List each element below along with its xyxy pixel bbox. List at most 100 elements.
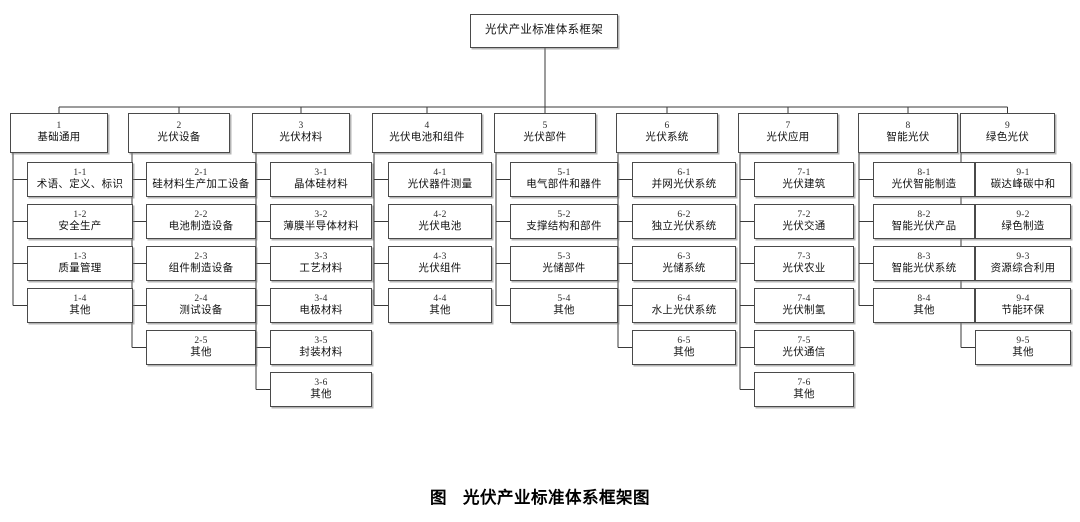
- node-label: 独立光伏系统: [651, 220, 717, 232]
- node-number: 7-5: [797, 335, 811, 346]
- node-number: 3: [298, 121, 304, 132]
- node-label: 工艺材料: [299, 262, 343, 274]
- node-label: 安全生产: [58, 220, 102, 232]
- node-number: 7-3: [797, 251, 811, 262]
- node-number: 3-1: [314, 167, 328, 178]
- node-number: 2: [176, 121, 182, 132]
- node-label: 绿色光伏: [985, 132, 1030, 144]
- node-label: 其他: [1012, 346, 1034, 358]
- node-number: 1-2: [73, 209, 87, 220]
- node-number: 2-1: [194, 167, 208, 178]
- node-number: 8-1: [917, 167, 931, 178]
- node-number: 5-4: [557, 293, 571, 304]
- node-number: 4: [424, 121, 430, 132]
- node-number: 7-4: [797, 293, 811, 304]
- node-number: 5-3: [557, 251, 571, 262]
- node-number: 8-4: [917, 293, 931, 304]
- node-label: 光伏设备: [157, 132, 201, 144]
- node-label: 水上光伏系统: [651, 304, 717, 316]
- figure-caption: 图光伏产业标准体系框架图: [0, 484, 1080, 508]
- node-number: 9-5: [1016, 335, 1030, 346]
- node-label: 光伏交通: [782, 220, 826, 232]
- node-label: 光储系统: [662, 262, 706, 274]
- node-label: 光伏部件: [523, 132, 567, 144]
- node-number: 8: [905, 121, 911, 132]
- node-label: 资源综合利用: [990, 262, 1056, 274]
- node-number: 2-5: [194, 335, 208, 346]
- node-number: 6-3: [677, 251, 691, 262]
- node-label: 光伏建筑: [782, 178, 826, 190]
- node-label: 智能光伏产品: [891, 220, 957, 232]
- node-number: 4-3: [433, 251, 447, 262]
- node-label: 光伏制氢: [782, 304, 826, 316]
- node-number: 9: [1005, 121, 1010, 132]
- node-label: 其他: [429, 304, 451, 316]
- node-label: 光伏电池和组件: [389, 132, 465, 144]
- node-number: 1-3: [73, 251, 87, 262]
- node-label: 封装材料: [299, 346, 343, 358]
- node-label: 其他: [913, 304, 935, 316]
- node-label: 电池制造设备: [168, 220, 234, 232]
- node-number: 1-4: [73, 293, 87, 304]
- node-number: 8-2: [917, 209, 931, 220]
- node-number: 5-2: [557, 209, 571, 220]
- node-number: 5-1: [557, 167, 571, 178]
- root-node[interactable]: 光伏产业标准体系框架: [470, 14, 618, 48]
- node-number: 1-1: [73, 167, 87, 178]
- node-label: 晶体硅材料: [294, 178, 348, 190]
